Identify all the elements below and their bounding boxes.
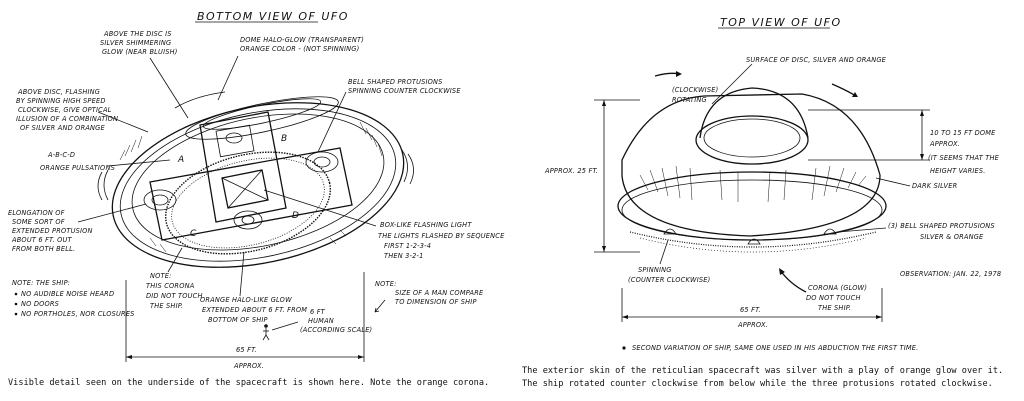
elongation-note-1: ELONGATION OF bbox=[8, 209, 65, 217]
top-view-protrusions bbox=[663, 228, 837, 245]
quadrant-a-label: A bbox=[177, 155, 184, 165]
human-scale-note-2: HUMAN bbox=[308, 317, 334, 325]
box-light-note-3: FIRST 1-2-3-4 bbox=[384, 242, 431, 250]
top-dimension-approx: APPROX. bbox=[737, 321, 768, 329]
bottom-view-title: BOTTOM VIEW OF UFO bbox=[197, 10, 349, 23]
above-disc-note-2: BY SPINNING HIGH SPEED bbox=[16, 97, 106, 105]
above-disc-note-4: ILLUSION OF A COMBINATION bbox=[16, 115, 118, 123]
ship-note-item-2: NO DOORS bbox=[21, 300, 59, 308]
bell-protusions-top-note-1: (3) BELL SHAPED PROTUSIONS bbox=[888, 222, 995, 230]
silver-glow-note-1: ABOVE THE DISC IS bbox=[103, 30, 172, 38]
top-view-title: TOP VIEW OF UFO bbox=[720, 16, 842, 29]
silver-glow-note-2: SILVER SHIMMERING bbox=[100, 39, 171, 47]
elongation-note-5: FROM BOTH BELL. bbox=[12, 245, 75, 253]
quadrant-b-label: B bbox=[281, 134, 287, 144]
rotation-note-2: ROTATING bbox=[672, 96, 707, 104]
bell-protusions-note-1: BELL SHAPED PROTUSIONS bbox=[348, 78, 443, 86]
dome-height-note-3: (IT SEEMS THAT THE bbox=[928, 154, 1000, 162]
ship-note-item-1: NO AUDIBLE NOISE HEARD bbox=[21, 290, 114, 298]
observation-date: OBSERVATION: JAN. 22, 1978 bbox=[900, 270, 1001, 278]
corona-note-2: THIS CORONA bbox=[146, 282, 195, 290]
corona-top-note-1: CORONA (GLOW) bbox=[808, 284, 867, 292]
bottom-view-caption: Visible detail seen on the underside of … bbox=[8, 378, 490, 388]
height-dimension-label: APPROX. 25 FT. bbox=[544, 167, 598, 175]
dome-dimension-line bbox=[808, 109, 930, 161]
halo-glow-note-1: ORANGE HALO-LIKE GLOW bbox=[200, 296, 292, 304]
bottom-view-drawing: BOTTOM VIEW OF UFO bbox=[8, 10, 505, 370]
dome-halo-note-2: ORANGE COLOR - (NOT SPINNING) bbox=[240, 45, 359, 53]
corona-top-note-3: THE SHIP. bbox=[818, 304, 851, 312]
top-dimension-line bbox=[621, 288, 883, 322]
corona-note-4: THE SHIP. bbox=[150, 302, 183, 310]
halo-glow-note-3: BOTTOM OF SHIP bbox=[208, 316, 268, 324]
dome-height-note-2: APPROX. bbox=[929, 140, 960, 148]
elongation-note-2: SOME SORT OF bbox=[12, 218, 65, 226]
bell-protrusions bbox=[143, 151, 339, 211]
size-note-3: TO DIMENSION OF SHIP bbox=[395, 298, 477, 306]
quadrant-d-label: D bbox=[292, 211, 299, 221]
abcd-note-2: ORANGE PULSATIONS bbox=[40, 164, 115, 172]
box-light-note-4: THEN 3-2-1 bbox=[384, 252, 424, 260]
size-note-2: SIZE OF A MAN COMPARE bbox=[395, 289, 484, 297]
corona-note-3: DID NOT TOUCH bbox=[146, 292, 203, 300]
dome-halo-note-1: DOME HALO-GLOW (TRANSPARENT) bbox=[240, 36, 364, 44]
bell-protusions-top-note-2: SILVER & ORANGE bbox=[920, 233, 984, 241]
elongation-note-3: EXTENDED PROTUSION bbox=[12, 227, 93, 235]
above-disc-note-5: OF SILVER AND ORANGE bbox=[20, 124, 105, 132]
spinning-note-1: SPINNING bbox=[638, 266, 672, 274]
dome-height-note-4: HEIGHT VARIES. bbox=[930, 167, 986, 175]
abcd-note-1: A-B-C-D bbox=[47, 151, 75, 159]
top-view-caption-line-2: The ship rotated counter clockwise from … bbox=[522, 379, 993, 389]
bell-protusions-note-2: SPINNING COUNTER CLOCKWISE bbox=[348, 87, 461, 95]
ship-note-item-3: NO PORTHOLES, NOR CLOSURES bbox=[21, 310, 135, 318]
ship-note-heading: NOTE: THE SHIP: bbox=[12, 279, 70, 287]
top-dimension-value: 65 FT. bbox=[740, 306, 761, 314]
rotation-note-1: (CLOCKWISE) bbox=[672, 86, 718, 94]
box-light-note-1: BOX-LIKE FLASHING LIGHT bbox=[380, 221, 472, 229]
surface-note: SURFACE OF DISC, SILVER AND ORANGE bbox=[746, 56, 887, 64]
corona-top-note-2: DO NOT TOUCH bbox=[806, 294, 861, 302]
elongation-note-4: ABOUT 6 FT. OUT bbox=[11, 236, 73, 244]
bottom-dimension-value: 65 FT. bbox=[236, 346, 257, 354]
top-view-caption-line-1: The exterior skin of the reticulian spac… bbox=[522, 366, 1004, 376]
size-note-1: NOTE: bbox=[375, 280, 397, 288]
spinning-note-2: (COUNTER CLOCKWISE) bbox=[628, 276, 710, 284]
silver-glow-note-3: GLOW (NEAR BLUISH) bbox=[102, 48, 178, 56]
human-figure-icon bbox=[262, 324, 270, 341]
quadrant-c-label: C bbox=[190, 229, 197, 239]
height-dimension-line bbox=[594, 99, 640, 253]
corona-note-1: NOTE: bbox=[150, 272, 172, 280]
cross-structure bbox=[149, 111, 353, 241]
dome-height-note-1: 10 TO 15 FT DOME bbox=[930, 129, 996, 137]
bottom-dimension-line bbox=[125, 272, 365, 362]
top-view-drawing: TOP VIEW OF UFO bbox=[544, 16, 1001, 352]
above-disc-note-3: CLOCKWISE, GIVE OPTICAL bbox=[18, 106, 112, 114]
bottom-dimension-approx: APPROX. bbox=[233, 362, 264, 370]
human-scale-note-3: (ACCORDING SCALE) bbox=[300, 326, 372, 334]
second-variation-note: SECOND VARIATION OF SHIP, SAME ONE USED … bbox=[632, 344, 918, 352]
dark-silver-note: DARK SILVER bbox=[912, 182, 957, 190]
above-disc-note-1: ABOVE DISC, FLASHING bbox=[17, 88, 100, 96]
corona-ring bbox=[164, 151, 332, 255]
box-light-note-2: THE LIGHTS FLASHED BY SEQUENCE bbox=[378, 232, 505, 240]
halo-glow-note-2: EXTENDED ABOUT 6 FT. FROM bbox=[202, 306, 307, 314]
human-scale-note-1: 6 FT bbox=[310, 308, 326, 316]
